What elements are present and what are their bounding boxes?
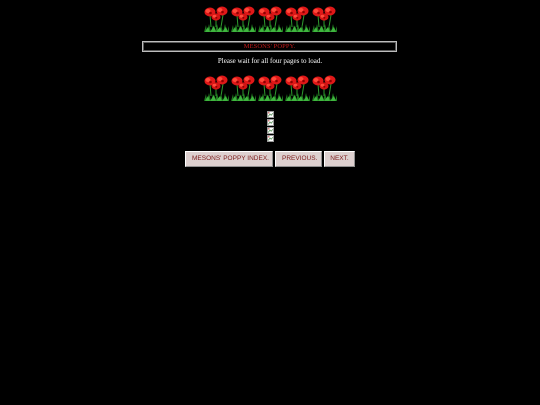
next-button[interactable]: NEXT. (324, 151, 355, 167)
poppy-flower-icon (284, 74, 311, 102)
poppy-flower-icon (311, 74, 338, 102)
index-button[interactable]: MESONS' POPPY INDEX. (185, 151, 273, 167)
poppy-banner-top (203, 5, 338, 33)
poppy-flower-icon (284, 5, 311, 33)
poppy-flower-icon (311, 5, 338, 33)
navigation-bar: MESONS' POPPY INDEX. PREVIOUS. NEXT. (185, 151, 355, 167)
poppy-banner-middle (203, 74, 338, 102)
page-title: MESONS' POPPY. (142, 41, 397, 52)
poppy-flower-icon (257, 74, 284, 102)
broken-image-icon[interactable] (267, 135, 274, 142)
previous-button[interactable]: PREVIOUS. (275, 151, 322, 167)
broken-image-icon[interactable] (267, 119, 274, 126)
broken-image-icon[interactable] (267, 111, 274, 118)
broken-image-list (267, 111, 275, 142)
broken-image-icon[interactable] (267, 127, 274, 134)
poppy-flower-icon (257, 5, 284, 33)
loading-message: Please wait for all four pages to load. (217, 57, 323, 65)
poppy-flower-icon (203, 74, 230, 102)
poppy-flower-icon (230, 5, 257, 33)
poppy-flower-icon (230, 74, 257, 102)
poppy-flower-icon (203, 5, 230, 33)
